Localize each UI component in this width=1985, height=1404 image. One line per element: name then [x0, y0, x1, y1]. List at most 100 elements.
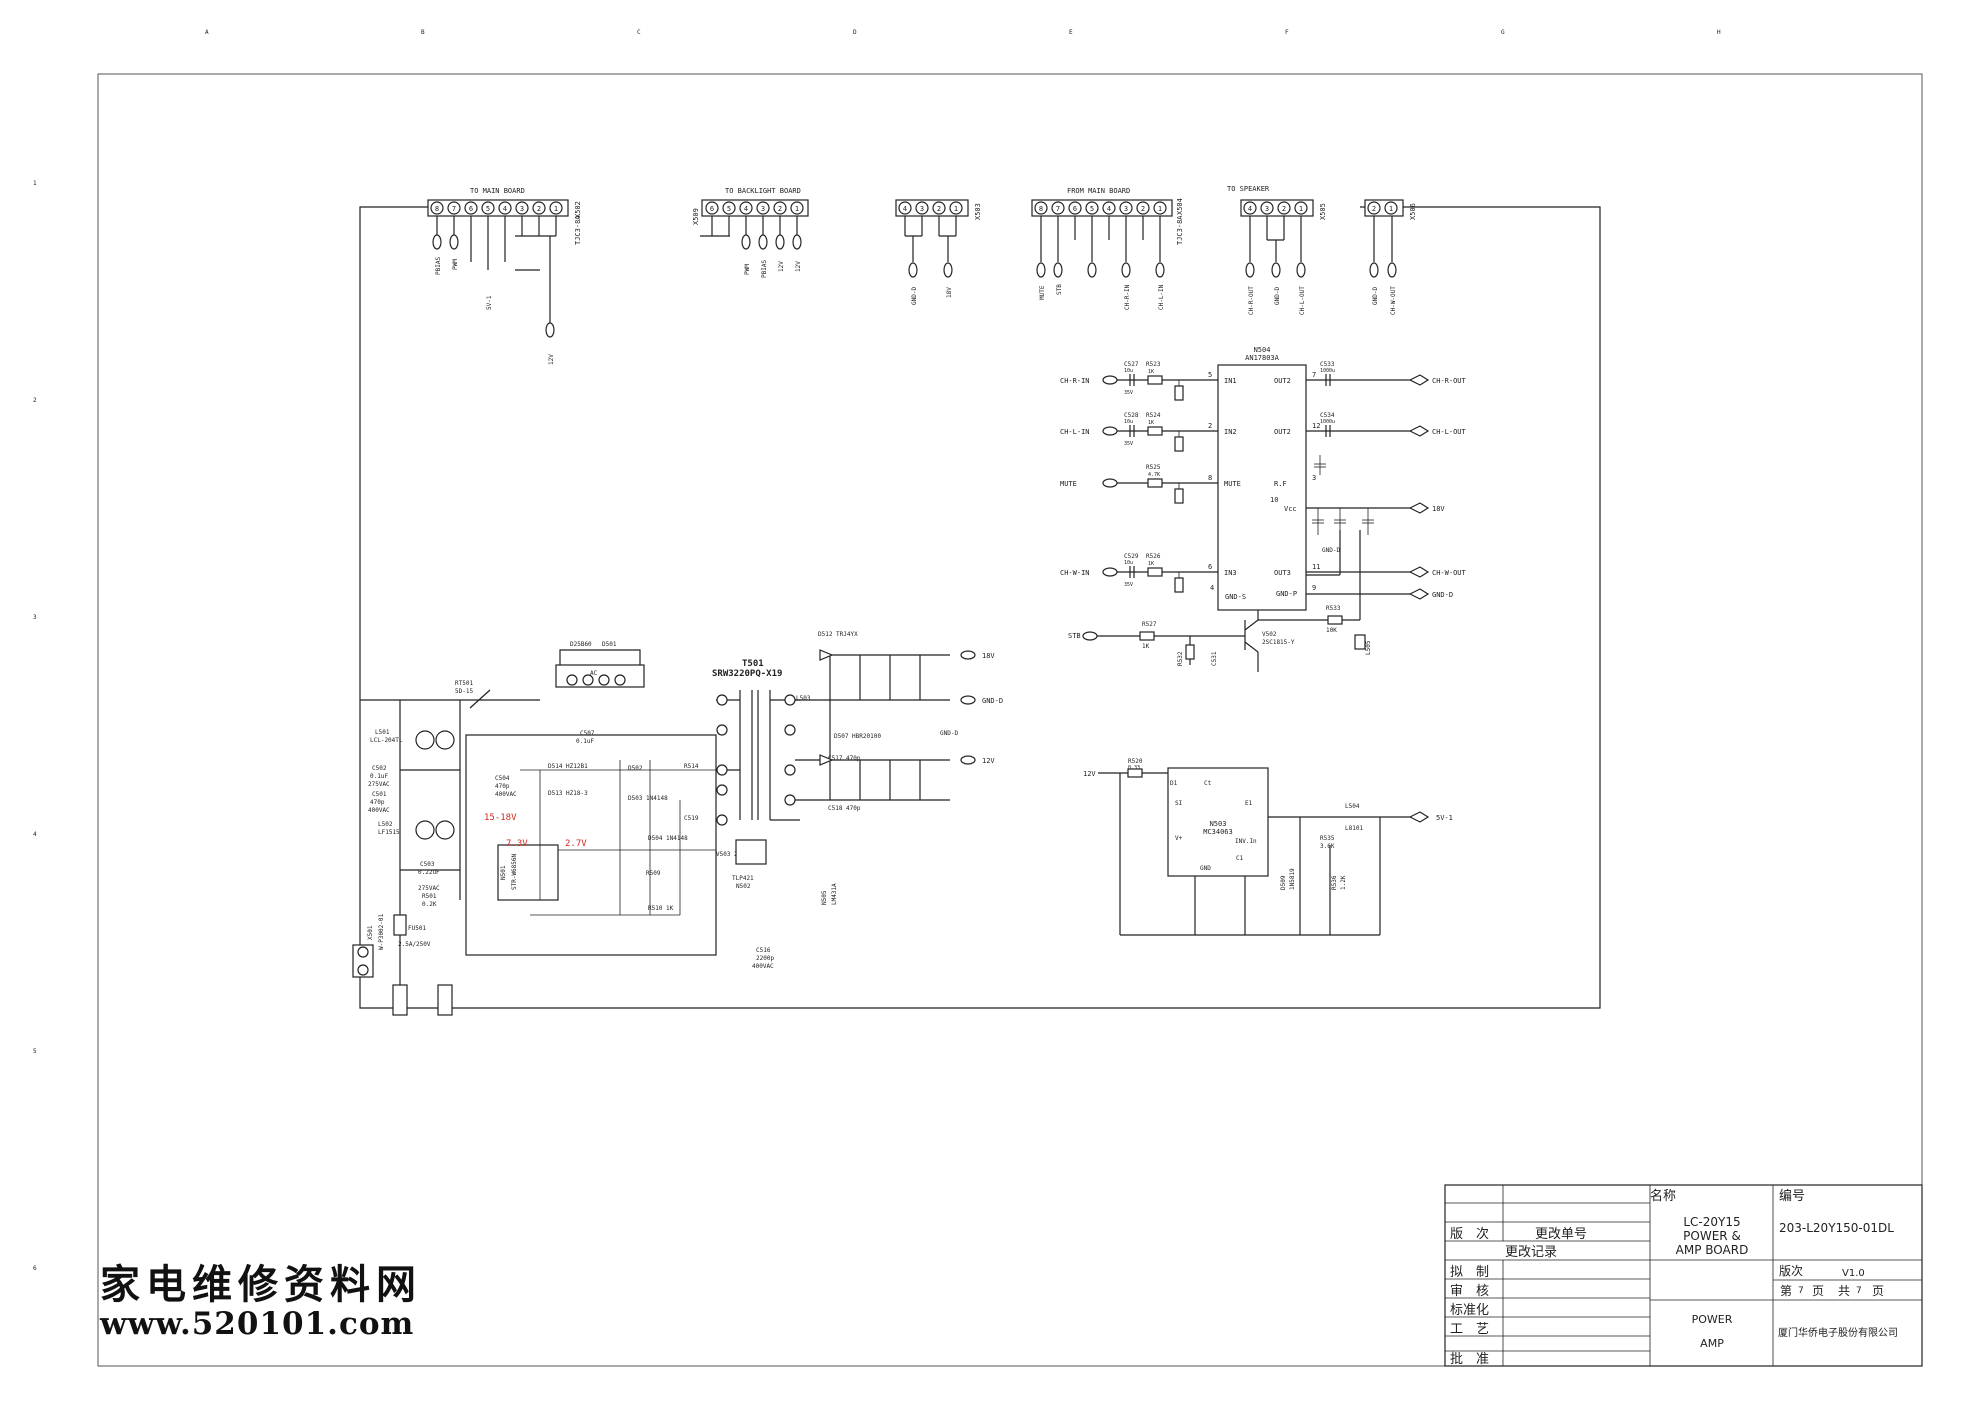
ic-part: MC34063: [1203, 828, 1233, 836]
net-label: CH-L-IN: [1158, 284, 1165, 310]
connector-ref: X509: [692, 208, 700, 225]
net-label: CH-R-IN: [1124, 284, 1131, 310]
part-label: D502: [628, 765, 643, 772]
connector-pin-number: 5: [727, 205, 731, 213]
connector-pin-number: 3: [920, 205, 924, 213]
part-label: D507 HBR20100: [834, 733, 881, 740]
net-port: [1102, 567, 1118, 577]
connector-part: TJC3-8A: [1176, 215, 1184, 245]
ic-pin-label: C1: [1236, 855, 1244, 862]
part-label: C507: [580, 730, 595, 737]
grid-row-label: 2: [33, 397, 37, 404]
net-label: 12V: [982, 757, 995, 765]
part-label: X501: [367, 925, 374, 940]
connector-pin-number: 4: [903, 205, 907, 213]
part-label: D512 TRJ4YX: [818, 631, 858, 638]
connector-pin: [1051, 201, 1065, 215]
ic-pin-number: 2: [1208, 422, 1212, 430]
part-label: R532: [1177, 651, 1184, 666]
part-label: C517 470p: [828, 755, 861, 762]
part-value: 10u: [1124, 419, 1133, 425]
page-total: 7: [1856, 1286, 1862, 1296]
connector-pin: [498, 201, 512, 215]
part-label: C519: [684, 815, 699, 822]
ic-pin-number: 8: [1208, 474, 1212, 482]
ic-pin-label: OUT2: [1274, 428, 1291, 436]
ic-pin-label: E1: [1245, 800, 1253, 807]
grid-column-label: H: [1717, 29, 1721, 36]
connector-pin-number: 1: [954, 205, 958, 213]
grid-column-label: D: [853, 29, 857, 36]
net-port: [1409, 425, 1430, 437]
part-value: 10u: [1124, 368, 1133, 374]
part-value: 1K: [1142, 643, 1150, 650]
part-value: 1000u: [1320, 368, 1335, 374]
part-label: V502: [1262, 631, 1277, 638]
net-port: [1409, 374, 1430, 386]
ic-pin-label: OUT2: [1274, 377, 1291, 385]
connector-pin-number: 1: [1389, 205, 1393, 213]
part-value: 1K: [1148, 561, 1154, 567]
ic-pin-label: GND-P: [1276, 590, 1297, 598]
transformer-part: SRW3220PQ-X19: [712, 669, 782, 679]
connector-pin: [1068, 201, 1082, 215]
resistor: [1147, 478, 1163, 488]
title-sign-row: 拟 制: [1450, 1265, 1489, 1280]
part-label: RT501: [455, 680, 473, 687]
connector-ref: X503: [974, 203, 982, 220]
part-label: R501: [422, 893, 437, 900]
connector-pin-number: 6: [710, 205, 714, 213]
net-label: CH-W-IN: [1060, 569, 1090, 577]
part-value: 5D-15: [455, 688, 473, 695]
connector-pin: [705, 201, 719, 215]
net-label: 12V: [1083, 770, 1096, 778]
net-label: MUTE: [1060, 480, 1077, 488]
ic-pin-label: MUTE: [1224, 480, 1241, 488]
connector-pin-number: 8: [435, 205, 439, 213]
voltage-annotation: 2.7V: [565, 839, 587, 849]
connector-ref: X505: [1319, 203, 1327, 220]
resistor: [1174, 488, 1184, 504]
connector-title: FROM MAIN BOARD: [1067, 187, 1130, 195]
ic-pin-label: D1: [1170, 780, 1178, 787]
grid-column-label: E: [1069, 29, 1073, 36]
grid-row-label: 3: [33, 614, 37, 621]
connector-pin-number: 1: [1299, 205, 1303, 213]
title-name-line: LC-20Y15: [1683, 1215, 1740, 1229]
connector-pin: [1277, 201, 1291, 215]
connector-pin-number: 5: [486, 205, 490, 213]
net-label: 12V: [778, 261, 785, 272]
part-label: L505: [1365, 640, 1372, 655]
title-version-label: 版次: [1779, 1264, 1803, 1278]
part-label: D513 HZ18-3: [548, 790, 588, 797]
net-label: PBIAS: [761, 260, 768, 278]
connector-pin: [430, 201, 444, 215]
part-label: R526: [1146, 553, 1161, 560]
part-rating: 35V: [1124, 582, 1133, 588]
part-value: 10u: [1124, 560, 1133, 566]
connector-pin: [722, 201, 736, 215]
page-suffix: 页: [1872, 1284, 1884, 1298]
connector-pin-number: 4: [1248, 205, 1252, 213]
net-label: CH-R-IN: [1060, 377, 1090, 385]
part-value: 2.5A/250V: [398, 941, 431, 948]
part-value: 2SC1815-Y: [1262, 639, 1295, 646]
net-label: 18V: [1432, 505, 1445, 513]
part-label: C534: [1320, 412, 1335, 419]
part-rating: 275VAC: [418, 885, 440, 892]
connector-pin: [1034, 201, 1048, 215]
connector-pin-number: 5: [1090, 205, 1094, 213]
ic-pin-label: V+: [1175, 835, 1183, 842]
part-label: C518 470p: [828, 805, 861, 812]
part-value: 10K: [1326, 627, 1337, 634]
connector-pin: [1153, 201, 1167, 215]
resistor: [1147, 375, 1163, 385]
part-label: L504: [1345, 803, 1360, 810]
